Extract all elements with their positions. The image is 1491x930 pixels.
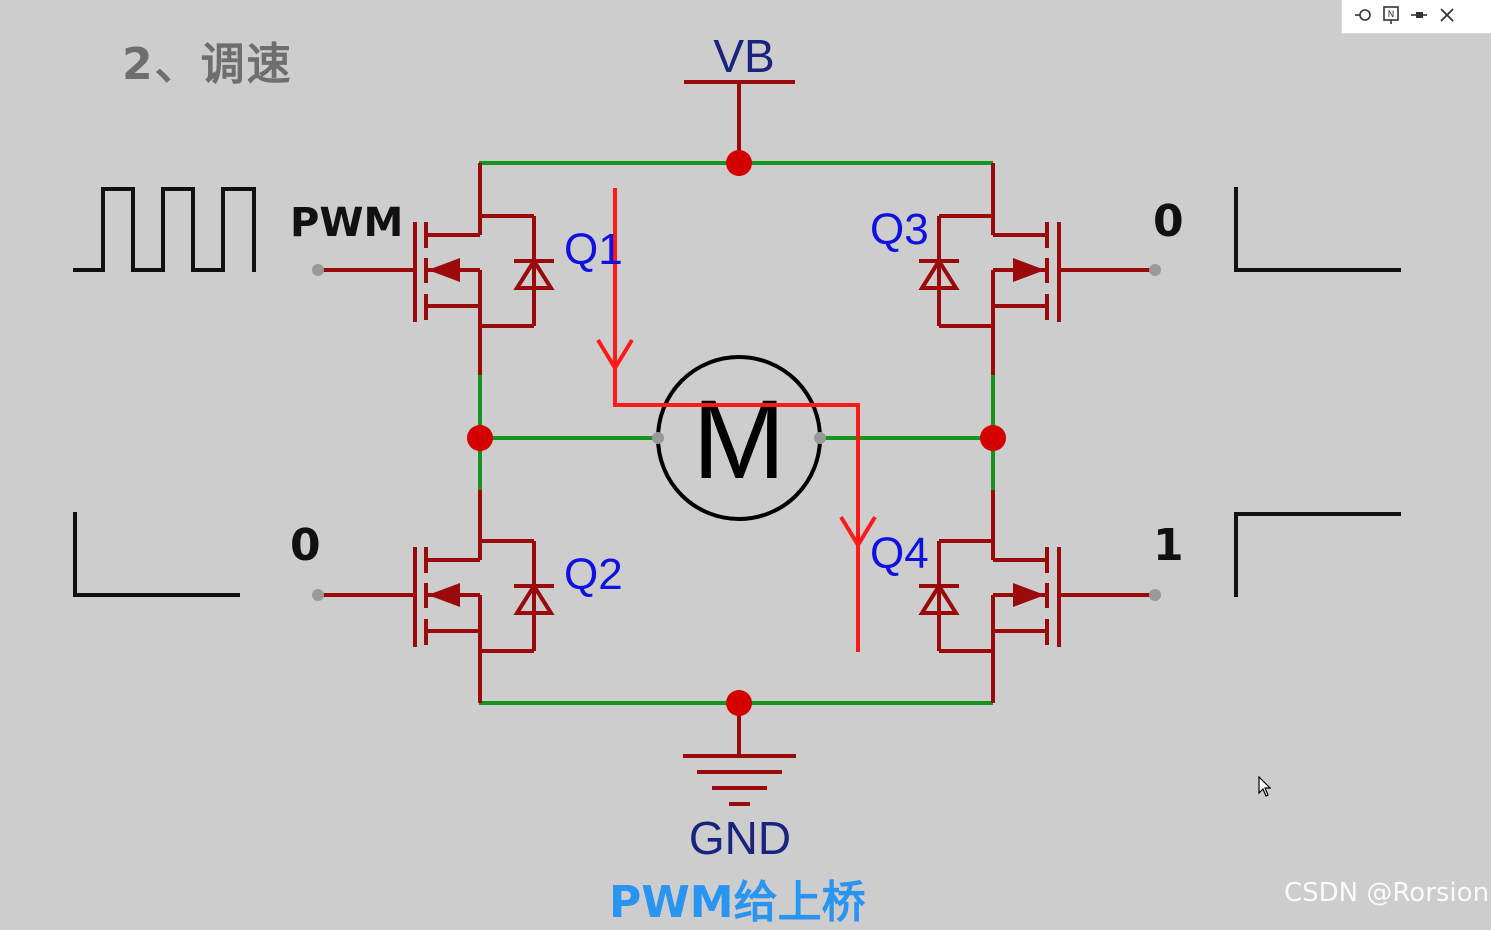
- q4-high-waveform: [1234, 512, 1401, 597]
- q2-low-waveform: [73, 512, 240, 597]
- vb-label: VB: [713, 30, 774, 82]
- ground-symbol: [683, 703, 796, 806]
- note-icon[interactable]: N: [1380, 4, 1402, 26]
- q3-label: Q3: [870, 205, 929, 254]
- section-title: 2、调速: [122, 39, 293, 90]
- junction-dots: [467, 150, 1006, 716]
- close-icon[interactable]: [1436, 4, 1458, 26]
- caption: PWM给上桥: [609, 877, 866, 928]
- minimize-icon[interactable]: [1352, 4, 1374, 26]
- mouse-cursor-icon: [1258, 775, 1274, 802]
- floating-toolbar: N: [1341, 0, 1491, 34]
- motor-symbol: [652, 355, 826, 521]
- q4-gate-label: 1: [1153, 520, 1184, 571]
- q3-mosfet: [918, 163, 1150, 375]
- q1-gate-label: PWM: [290, 200, 403, 246]
- q1-mosfet: [322, 163, 555, 375]
- q3-gate-label: 0: [1153, 196, 1184, 247]
- gate-pins: [312, 264, 1161, 601]
- vb-supply-symbol: [684, 80, 795, 163]
- watermark: CSDN @Rorsion: [1284, 878, 1490, 908]
- motor-label: M: [692, 377, 785, 502]
- q2-gate-label: 0: [290, 520, 321, 571]
- q2-mosfet: [322, 490, 555, 703]
- q2-label: Q2: [564, 550, 623, 599]
- q4-label: Q4: [870, 529, 929, 578]
- q3-low-waveform: [1234, 187, 1401, 272]
- svg-text:N: N: [1388, 10, 1395, 20]
- current-path-arrow: [596, 188, 877, 652]
- pwm-waveform: [73, 187, 256, 272]
- pin-icon[interactable]: [1408, 4, 1430, 26]
- gnd-label: GND: [689, 812, 791, 864]
- q4-mosfet: [918, 490, 1150, 703]
- q1-label: Q1: [564, 225, 623, 274]
